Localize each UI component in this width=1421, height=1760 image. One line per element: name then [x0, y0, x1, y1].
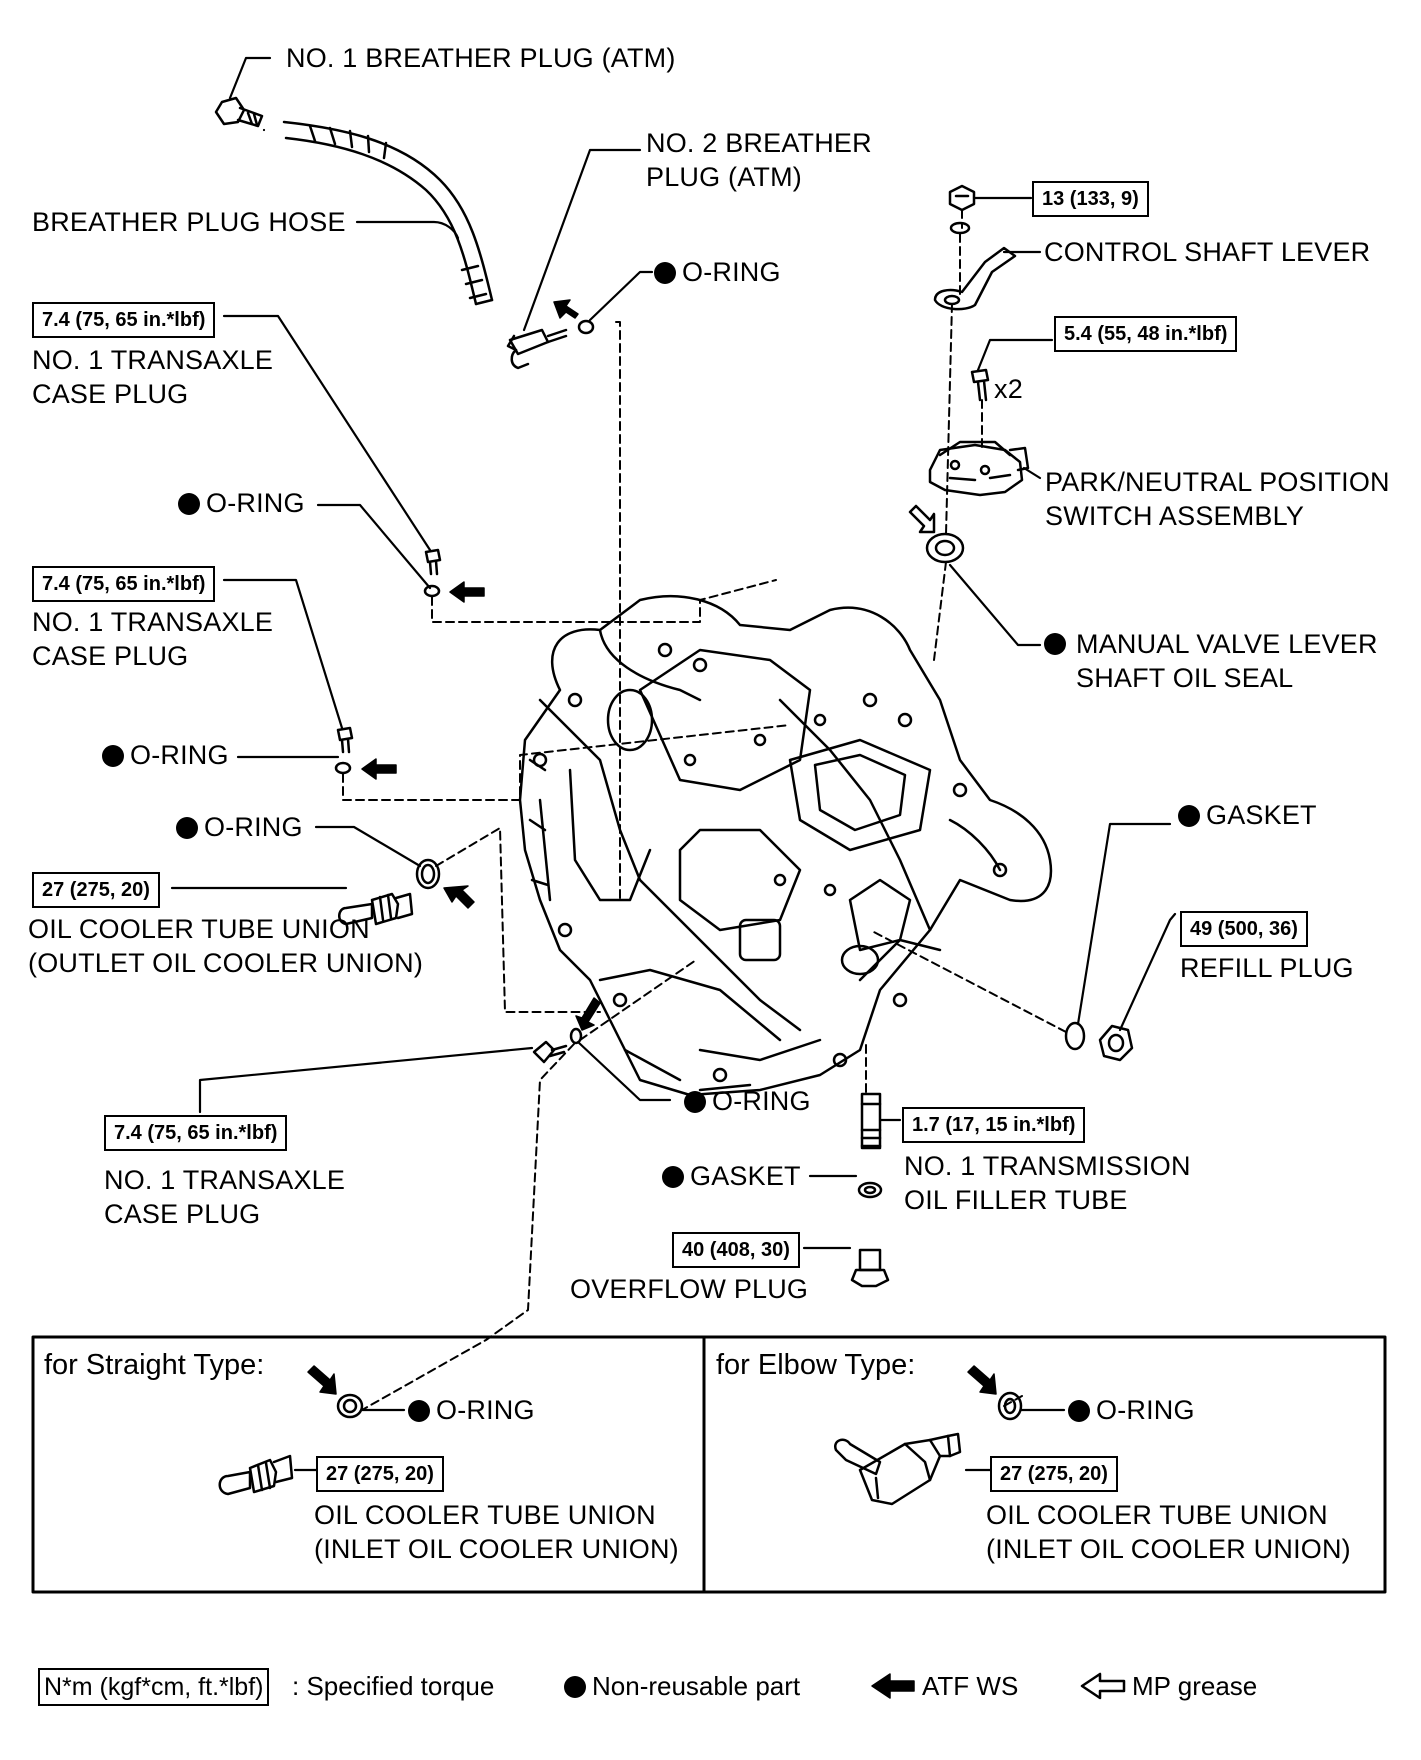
legend-mp-grease: MP grease: [1132, 1671, 1258, 1701]
non-reusable-dot-icon: [662, 1166, 684, 1188]
plug-1-part: [424, 548, 442, 576]
straight-oring-part: [336, 1393, 364, 1419]
torque-box-filler-tube: 1.7 (17, 15 in.*lbf): [902, 1107, 1086, 1143]
label-control-shaft-lever: CONTROL SHAFT LEVER: [1044, 237, 1371, 267]
plug-3-part: [532, 1040, 568, 1064]
oring-4-part: [569, 1027, 583, 1045]
label-inlet-union-straight: OIL COOLER TUBE UNION (INLET OIL COOLER …: [314, 1500, 679, 1564]
non-reusable-dot-icon: [1068, 1400, 1090, 1422]
dashed-lines: [342, 209, 1067, 1411]
label-x2-quantity: x2: [994, 374, 1023, 404]
elbow-oring-part: [997, 1391, 1023, 1421]
transaxle-body: [518, 594, 1053, 1097]
non-reusable-dot-icon: [408, 1400, 430, 1422]
non-reusable-dot-icon: [654, 262, 676, 284]
torque-box-transaxle-plug-2: 7.4 (75, 65 in.*lbf): [32, 566, 216, 602]
label-oring-left-2: O-RING: [102, 738, 229, 772]
filled-circle-icon: [564, 1676, 586, 1698]
manual-valve-seal-part: [925, 532, 965, 564]
outlet-union-part: [338, 892, 414, 926]
oring-2-part: [334, 761, 352, 775]
torque-box-switch-bolts: 5.4 (55, 48 in.*lbf): [1054, 316, 1238, 352]
switch-bolts-part: [970, 368, 990, 402]
torque-box-control-nut: 13 (133, 9): [1032, 181, 1149, 217]
oring-1-part: [423, 584, 441, 598]
legend-torque-key: N*m (kgf*cm, ft.*lbf): [38, 1668, 270, 1706]
label-oring-left-3: O-RING: [176, 810, 303, 844]
non-reusable-dot-icon: [178, 493, 200, 515]
label-transaxle-case-plug-3: NO. 1 TRANSAXLE CASE PLUG: [104, 1165, 346, 1229]
atf-arrows: [361, 299, 601, 1031]
non-reusable-dot-icon: [102, 745, 124, 767]
panel-title-straight: for Straight Type:: [44, 1349, 265, 1381]
label-breather-plug-hose: BREATHER PLUG HOSE: [32, 207, 346, 237]
panel-title-elbow: for Elbow Type:: [716, 1349, 916, 1381]
label-no2-breather-plug: NO. 2 BREATHER PLUG (ATM): [646, 128, 872, 192]
leader-lines: [170, 56, 1177, 1250]
no2-breather-plug-part: [506, 328, 568, 370]
elbow-arrow: [967, 1365, 997, 1395]
legend-non-reusable: Non-reusable part: [564, 1669, 800, 1703]
legend-atf-icon: [871, 1673, 915, 1699]
label-oring-elbow: O-RING: [1068, 1393, 1195, 1427]
plug-2-part: [336, 726, 354, 754]
no1-breather-plug-part: [214, 96, 264, 128]
filler-tube-part: [860, 1092, 882, 1150]
label-transaxle-case-plug-2: NO. 1 TRANSAXLE CASE PLUG: [32, 607, 274, 671]
straight-union-part: [218, 1454, 294, 1496]
torque-box-overflow-plug: 40 (408, 30): [672, 1232, 800, 1268]
torque-box-transaxle-plug-3: 7.4 (75, 65 in.*lbf): [104, 1115, 288, 1151]
label-oring-straight: O-RING: [408, 1393, 535, 1427]
legend-mp-icon: [1080, 1672, 1126, 1700]
control-shaft-lever-part: [933, 246, 1017, 311]
non-reusable-dot-icon: [1178, 805, 1200, 827]
label-outlet-oil-cooler-union: OIL COOLER TUBE UNION (OUTLET OIL COOLER…: [28, 914, 424, 978]
label-no1-breather-plug: NO. 1 BREATHER PLUG (ATM): [286, 43, 676, 73]
label-overflow-plug: OVERFLOW PLUG: [570, 1274, 809, 1304]
torque-box-transaxle-plug-1: 7.4 (75, 65 in.*lbf): [32, 302, 216, 338]
label-oring-top: O-RING: [654, 255, 781, 289]
label-oring-left-1: O-RING: [178, 486, 305, 520]
control-shaft-nut-part: [948, 184, 976, 212]
washer-part: [949, 221, 971, 235]
top-oring-part: [577, 319, 595, 335]
gasket-bottom-part: [857, 1181, 883, 1199]
label-manual-valve-seal: MANUAL VALVE LEVER SHAFT OIL SEAL: [1044, 627, 1378, 695]
variant-panels-frame: [31, 1335, 1387, 1594]
label-refill-plug: REFILL PLUG: [1180, 953, 1354, 983]
label-oil-filler-tube: NO. 1 TRANSMISSION OIL FILLER TUBE: [904, 1151, 1191, 1215]
breather-plug-hose-part: [282, 120, 494, 306]
label-gasket-right: GASKET: [1178, 798, 1317, 832]
non-reusable-dot-icon: [684, 1091, 706, 1113]
mp-grease-arrow: [908, 504, 936, 534]
torque-box-elbow-union: 27 (275, 20): [990, 1456, 1118, 1492]
label-pnp-switch-assembly: PARK/NEUTRAL POSITION SWITCH ASSEMBLY: [1045, 467, 1390, 531]
elbow-union-part: [834, 1432, 962, 1506]
straight-arrow: [307, 1365, 337, 1395]
torque-box-refill-plug: 49 (500, 36): [1180, 911, 1308, 947]
overflow-plug-part: [850, 1248, 890, 1288]
torque-box-straight-union: 27 (275, 20): [316, 1456, 444, 1492]
non-reusable-dot-icon: [1044, 633, 1066, 655]
legend-torque-desc: : Specified torque: [292, 1671, 495, 1701]
label-oring-bottom: O-RING: [684, 1084, 811, 1118]
label-inlet-union-elbow: OIL COOLER TUBE UNION (INLET OIL COOLER …: [986, 1500, 1351, 1564]
gasket-right-part: [1064, 1021, 1086, 1051]
label-transaxle-case-plug-1: NO. 1 TRANSAXLE CASE PLUG: [32, 345, 274, 409]
torque-box-outlet-union: 27 (275, 20): [32, 872, 160, 908]
legend-atf-ws: ATF WS: [922, 1671, 1019, 1701]
pnp-switch-part: [928, 440, 1030, 497]
non-reusable-dot-icon: [176, 817, 198, 839]
oring-3-part: [415, 858, 441, 890]
label-gasket-bottom: GASKET: [662, 1159, 801, 1193]
refill-plug-part: [1098, 1024, 1134, 1062]
